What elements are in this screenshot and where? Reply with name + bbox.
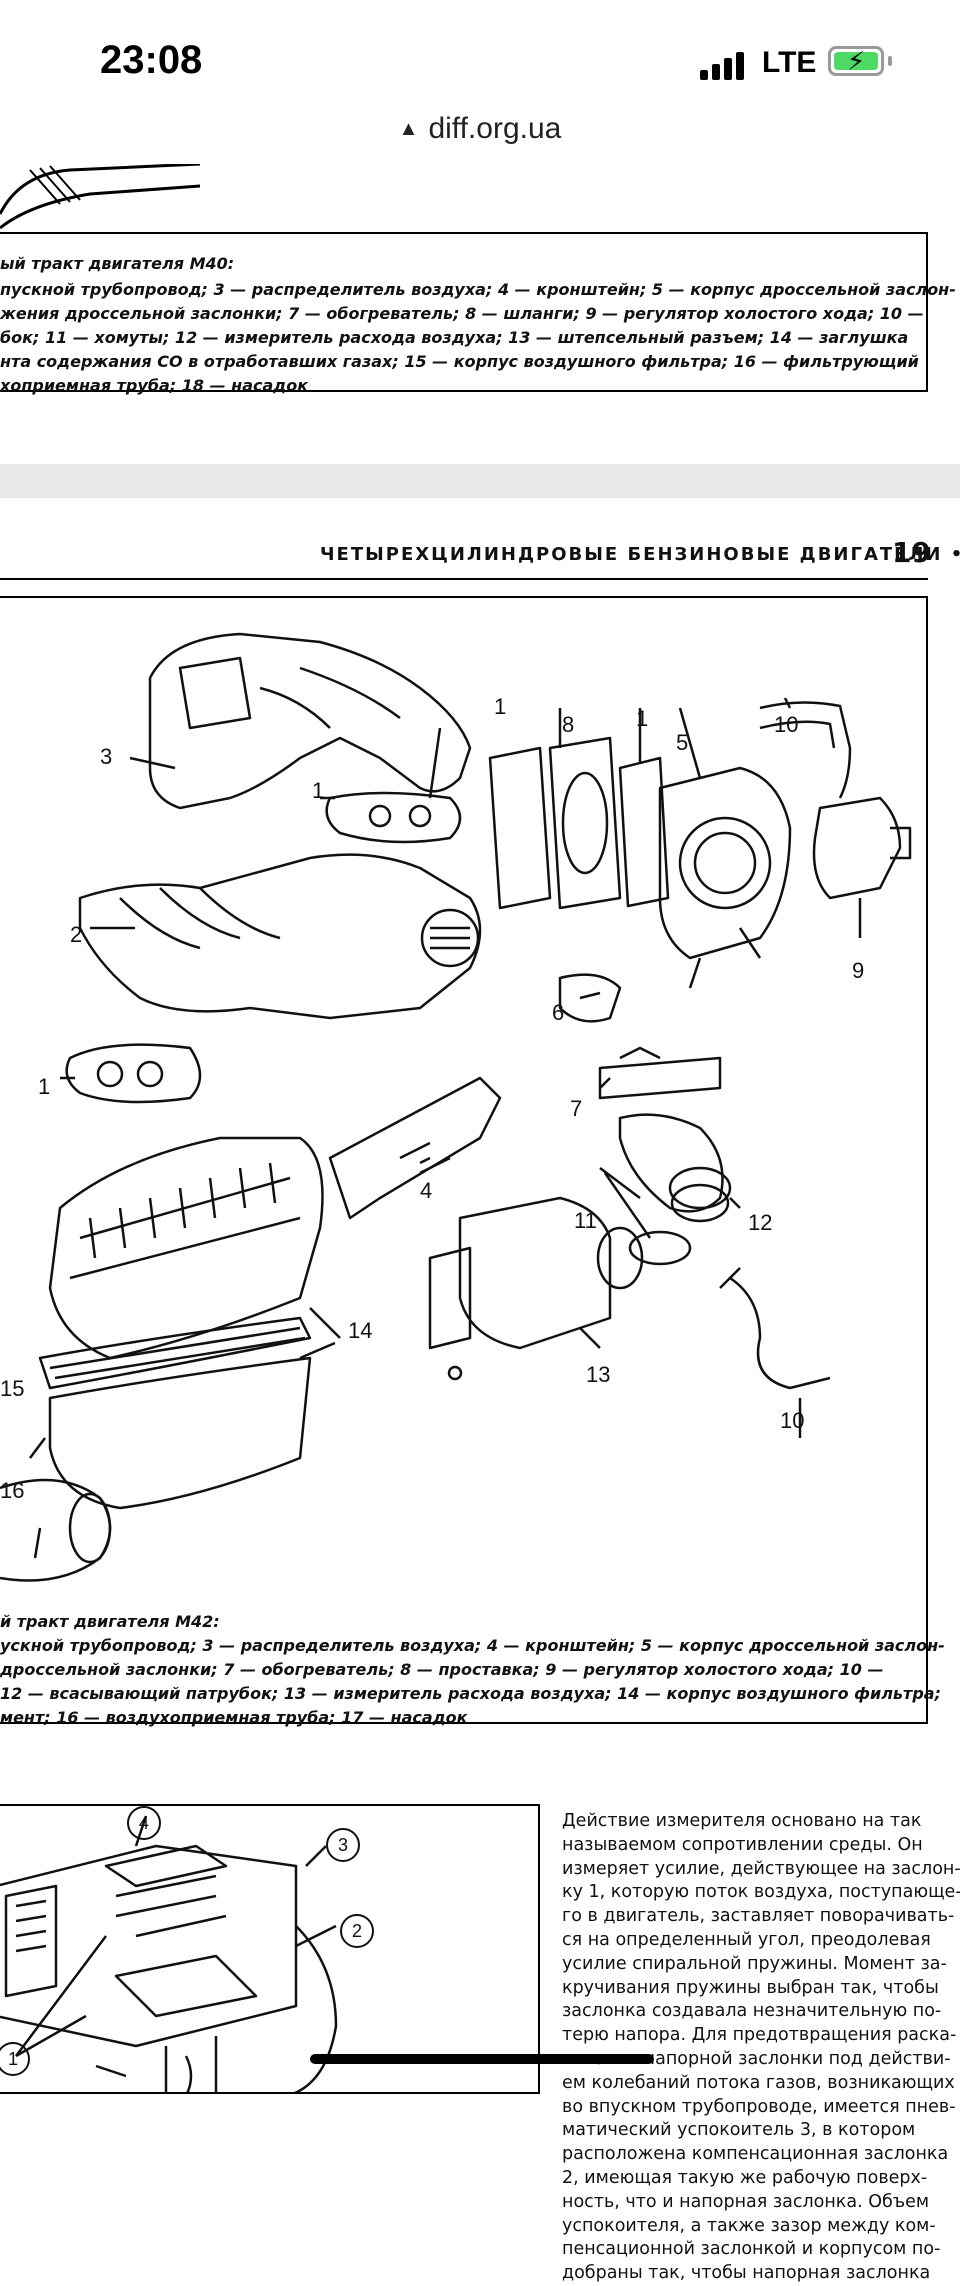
caption-line: жения дроссельной заслонки; 7 — обогрева… — [0, 304, 924, 323]
warning-icon: ▲ — [398, 117, 419, 140]
running-head-text: ЧЕТЫРЕХЦИЛИНДРОВЫЕ БЕНЗИНОВЫЕ ДВИГАТЕЛИ — [320, 544, 943, 565]
status-bar: 23:08 LTE ⚡ — [0, 0, 960, 110]
text-line: ку 1, которую поток воздуха, поступающе- — [562, 1882, 960, 1903]
header-rule — [0, 578, 928, 580]
caption-line: 12 — всасывающий патрубок; 13 — измерите… — [0, 1684, 941, 1703]
battery-icon: ⚡ — [828, 46, 884, 77]
text-line: усилие спиральной пружины. Момент за- — [562, 1953, 947, 1974]
text-line: 2, имеющая такую же рабочую поверх- — [562, 2167, 928, 2188]
text-line: пенсационной заслонкой и корпусом по- — [562, 2239, 941, 2260]
callout-7: 7 — [570, 1096, 583, 1121]
text-line: ем колебаний потока газов, возникающих — [562, 2072, 955, 2093]
airflow-meter-diagram — [0, 1815, 338, 2092]
callout-6: 6 — [552, 1000, 565, 1025]
caption-line: дроссельной заслонки; 7 — обогреватель; … — [0, 1660, 884, 1679]
callout-1: 1 — [636, 706, 649, 731]
caption-line: мент; 16 — воздухоприемная труба; 17 — н… — [0, 1708, 468, 1727]
page-separator — [0, 464, 960, 498]
callout-15: 15 — [0, 1376, 25, 1401]
caption-line: ускной трубопровод; 3 — распределитель в… — [0, 1636, 945, 1655]
text-line: матический успокоитель 3, в котором — [562, 2120, 916, 2141]
callout-10: 10 — [774, 712, 799, 737]
intake-exploded-diagram — [0, 632, 912, 1582]
url-text[interactable]: diff.org.ua — [428, 112, 562, 145]
text-line: во впускном трубопроводе, имеется пнев- — [562, 2096, 956, 2117]
running-head: ЧЕТЫРЕХЦИЛИНДРОВЫЕ БЕНЗИНОВЫЕ ДВИГАТЕЛИ … — [320, 544, 960, 565]
caption-title: ый тракт двигателя M40: — [0, 254, 235, 273]
callout-14: 14 — [348, 1318, 373, 1343]
text-line: чивания напорной заслонки под действи- — [562, 2048, 951, 2069]
clock: 23:08 — [100, 38, 203, 82]
text-line: измеряет усилие, действующее на заслон- — [562, 1858, 960, 1879]
text-line: расположена компенсационная заслонка — [562, 2144, 949, 2165]
callout-16: 16 — [0, 1478, 25, 1503]
callout-3: 3 — [100, 744, 113, 769]
callout-circle-3: 3 — [326, 1828, 360, 1862]
callout-1: 1 — [494, 694, 507, 719]
text-line: успокоителя, а также зазор между ком- — [562, 2215, 936, 2236]
callout-10: 10 — [780, 1408, 805, 1433]
text-line: ся на определенный угол, преодолевая — [562, 1929, 931, 1950]
callout-5: 5 — [676, 730, 689, 755]
callout-13: 13 — [586, 1362, 611, 1387]
caption-line: хоприемная труба; 18 — насадок — [0, 376, 309, 395]
caption-line: пускной трубопровод; 3 — распределитель … — [0, 280, 956, 299]
network-type: LTE — [762, 46, 817, 79]
page-fragment-top: ый тракт двигателя M40: пускной трубопро… — [0, 164, 960, 464]
callout-11: 11 — [574, 1208, 597, 1233]
cellular-signal-icon — [700, 52, 746, 80]
callout-circle-1: 1 — [0, 2042, 30, 2076]
figure-box-airflow-meter: 4 3 2 1 — [0, 1804, 540, 2094]
caption-title-m42: й тракт двигателя M42: — [0, 1612, 220, 1631]
caption-line: нта содержания CO в отработавших газах; … — [0, 352, 919, 371]
text-line: ность, что и напорная заслонка. Объем — [562, 2191, 930, 2212]
callout-circle-2: 2 — [340, 1914, 374, 1948]
callout-circle-4: 4 — [127, 1806, 161, 1840]
home-indicator[interactable] — [310, 2054, 654, 2064]
text-line: го в двигатель, заставляет поворачивать- — [562, 1906, 955, 1927]
callout-8: 8 — [562, 712, 575, 737]
document-viewer[interactable]: ый тракт двигателя M40: пускной трубопро… — [0, 164, 960, 2283]
page-number: 19 — [892, 536, 931, 569]
callout-2: 2 — [70, 922, 83, 947]
text-line: называемом сопротивлении среды. Он — [562, 1834, 923, 1855]
text-line: Действие измерителя основано на так — [562, 1811, 922, 1831]
text-line: заслонка создавала незначительную по- — [562, 2001, 942, 2022]
callout-4: 4 — [420, 1178, 433, 1203]
battery-cap — [888, 56, 892, 66]
callout-1: 1 — [312, 778, 325, 803]
running-head-bullet: • — [951, 544, 960, 565]
page-19: ЧЕТЫРЕХЦИЛИНДРОВЫЕ БЕНЗИНОВЫЕ ДВИГАТЕЛИ … — [0, 498, 960, 2283]
figure-fragment-m40 — [0, 164, 201, 230]
caption-box-m40 — [0, 232, 928, 392]
address-bar[interactable]: ▲ diff.org.ua — [0, 108, 960, 164]
text-line: добраны так, чтобы напорная заслонка — [562, 2263, 931, 2284]
body-paragraph: Действие измерителя основано на так назы… — [562, 1810, 960, 2286]
text-line: кручивания пружины выбран так, чтобы — [562, 1977, 939, 1998]
charging-bolt-icon: ⚡ — [847, 47, 866, 77]
callout-1: 1 — [38, 1074, 51, 1099]
figure-box-m42 — [0, 596, 928, 1724]
callout-12: 12 — [748, 1210, 773, 1235]
callout-9: 9 — [852, 958, 865, 983]
caption-line: бок; 11 — хомуты; 12 — измеритель расход… — [0, 328, 909, 347]
text-line: терю напора. Для предотвращения раска- — [562, 2025, 957, 2046]
